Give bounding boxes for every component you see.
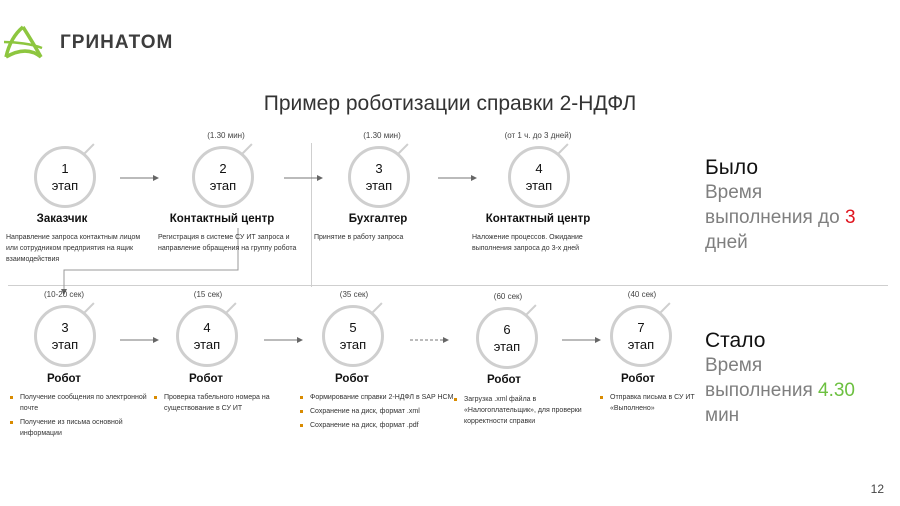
step-bullets: Формирование справки 2-НДФЛ в SAP HCM Со… [298,392,460,434]
step-duration: (60 сек) [493,292,523,301]
stage-label: этап [525,178,553,193]
summary-unit: дней [705,232,748,253]
summary-line: выполнения до 3 [705,205,895,230]
step-duration: (15 сек) [193,290,223,299]
stage-number: 6 [503,322,511,337]
role-label: Робот [189,373,223,385]
bullet-item: Сохранение на диск, формат .xml [300,406,460,417]
summary-heading: Было [705,156,759,179]
role-label: Робот [487,374,521,386]
summary-unit: мин [705,405,740,426]
stage-number: 3 [375,161,383,176]
step-description: Принятие в работу запроса [314,234,404,241]
company-logo-text: ГРИНАТОМ [60,32,174,53]
bullet-item: Загрузка .xml файла в «Налогоплательщик»… [454,394,604,427]
step-duration: (10-20 сек) [44,290,84,299]
stage-circle-before-2: 2 этап [192,146,254,208]
slide-title: Пример роботизации справки 2-НДФЛ [263,92,637,115]
bullet-item: Отправка письма в СУ ИТ «Выполнено» [600,392,710,414]
step-duration: (1.30 мин) [207,131,245,140]
stage-label: этап [51,337,79,352]
stage-circle-before-1: 1 этап [34,146,96,208]
bullet-item: Сохранение на диск, формат .pdf [300,420,460,431]
step-bullets: Проверка табельного номера на существова… [152,392,294,417]
role-label: Робот [621,373,655,385]
stage-circle-after-3: 3 этап [34,305,96,367]
step-description: Наложение процессов. Ожидание выполнения… [472,234,583,252]
role-label: Контактный центр [169,213,275,225]
stage-label: этап [339,337,367,352]
summary-line: Время [705,355,763,376]
role-label: Робот [47,373,81,385]
bullet-item: Проверка табельного номера на существова… [154,392,294,414]
role-label: Заказчик [36,213,88,225]
page-number: 12 [870,482,884,496]
stage-circle-before-3: 3 этап [348,146,410,208]
section-divider [8,285,888,286]
summary-prefix: выполнения до [705,207,845,228]
stage-number: 5 [349,320,357,335]
step-description: Направление запроса контактным лицом или… [6,234,141,263]
step-bullets: Отправка письма в СУ ИТ «Выполнено» [598,392,710,417]
step-bullets: Загрузка .xml файла в «Налогоплательщик»… [452,394,604,430]
bullet-item: Формирование справки 2-НДФЛ в SAP HCM [300,392,460,403]
stage-circle-after-5: 5 этап [322,305,384,367]
stage-circle-after-4: 4 этап [176,305,238,367]
summary-value: 4.30 [818,380,855,401]
summary-heading: Стало [705,329,766,352]
stage-number: 4 [203,320,211,335]
stage-number: 7 [637,320,645,335]
summary-prefix: выполнения [705,380,819,401]
stage-circle-after-6: 6 этап [476,307,538,369]
stage-circle-after-7: 7 этап [610,305,672,367]
stage-label: этап [365,178,393,193]
step-duration: (40 сек) [627,290,657,299]
bullet-item: Получение сообщения по электронной почте [10,392,160,414]
stage-number: 4 [535,161,543,176]
stage-number: 2 [219,161,227,176]
stage-label: этап [193,337,221,352]
stage-label: этап [493,339,521,354]
step-bullets: Получение сообщения по электронной почте… [8,392,160,442]
role-label: Робот [335,373,369,385]
stage-label: этап [51,178,79,193]
stage-number: 1 [61,161,69,176]
summary-line: Время [705,182,763,203]
stage-number: 3 [61,320,69,335]
summary-value: 3 [844,207,856,228]
stage-label: этап [627,337,655,352]
step-duration: (от 1 ч. до 3 дней) [504,131,572,140]
step-duration: (35 сек) [339,290,369,299]
stage-label: этап [209,178,237,193]
bullet-item: Получение из письма основной информации [10,417,160,439]
summary-line: выполнения 4.30 [705,378,895,403]
step-duration: (1.30 мин) [363,131,401,140]
vertical-divider [311,143,312,287]
greenatom-logo-icon [3,25,43,59]
after-summary: Стало Время выполнения 4.30 мин [705,328,895,428]
before-summary: Было Время выполнения до 3 дней [705,155,895,255]
step-description: Регистрация в системе СУ ИТ запроса и на… [158,234,297,252]
stage-circle-before-4: 4 этап [508,146,570,208]
role-label: Контактный центр [485,213,591,225]
role-label: Бухгалтер [348,213,408,225]
